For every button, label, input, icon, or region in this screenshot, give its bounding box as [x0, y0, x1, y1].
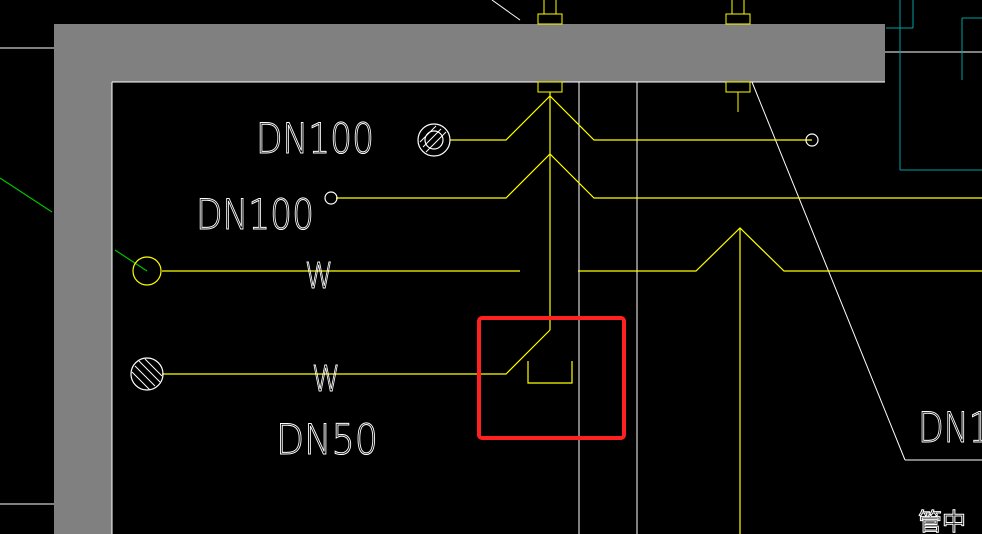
- pipe-end-circle-dn100-lower: [324, 191, 338, 205]
- label-dn50: DN50: [276, 415, 378, 464]
- label-dn1-partial: DN1: [918, 403, 982, 452]
- ref-line-top-diagonal: [491, 0, 521, 21]
- pipe-end-circle-w-upper: [132, 256, 162, 286]
- label-dn100-lower: DN100: [196, 190, 314, 239]
- cyan-outline: [886, 0, 982, 171]
- green-line-upper: [0, 177, 53, 213]
- hatched-circle-w-lower: [130, 357, 164, 391]
- pipe-fittings: [130, 123, 819, 391]
- label-dn100-upper: DN100: [256, 114, 374, 163]
- pipe-dn50: [162, 329, 551, 375]
- label-guan-zhong: 管中: [918, 508, 966, 534]
- highlight-box: [477, 316, 626, 440]
- pipe-dn100-lower: [336, 153, 982, 199]
- green-line-lower: [114, 249, 148, 272]
- wall: [54, 24, 885, 534]
- pipe-sleeve-right: [725, 0, 751, 112]
- pipes: [162, 92, 982, 534]
- label-w-upper: W: [305, 256, 333, 297]
- pipe-dn100-upper: [450, 95, 812, 141]
- pipe-end-circle-right: [805, 133, 819, 147]
- floor-drain-trap: [527, 361, 573, 384]
- hatched-circle-dn100: [417, 123, 451, 157]
- label-w-lower: W: [312, 359, 340, 400]
